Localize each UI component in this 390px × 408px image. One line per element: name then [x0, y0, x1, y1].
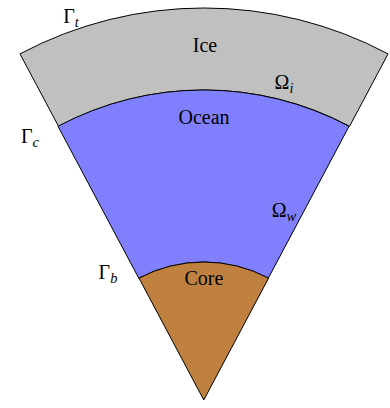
layer-shape	[139, 262, 269, 400]
symbol: Γ	[21, 125, 33, 147]
layer-name: Ice	[193, 35, 217, 55]
boundary-label: Γt	[63, 6, 79, 26]
domain-symbol: Ωw	[272, 200, 296, 220]
subscript: w	[287, 208, 297, 224]
ocean-layer: OceanΩw	[57, 89, 350, 279]
subscript: t	[75, 14, 79, 30]
core-layer: Core	[138, 261, 270, 401]
layer-shape	[20, 8, 388, 126]
layer-shape	[58, 90, 349, 278]
domain-symbol: Ωi	[275, 72, 294, 92]
symbol: Γ	[63, 5, 75, 27]
layer-name: Core	[185, 268, 224, 288]
layer-name: Ocean	[178, 107, 229, 127]
symbol: Ω	[272, 199, 287, 221]
subscript: b	[110, 270, 117, 286]
boundary-label: Γc	[21, 126, 39, 146]
symbol: Ω	[275, 71, 290, 93]
boundary-label: Γb	[99, 262, 118, 282]
symbol: Γ	[99, 261, 111, 283]
subscript: i	[289, 80, 293, 96]
subscript: c	[33, 134, 39, 150]
